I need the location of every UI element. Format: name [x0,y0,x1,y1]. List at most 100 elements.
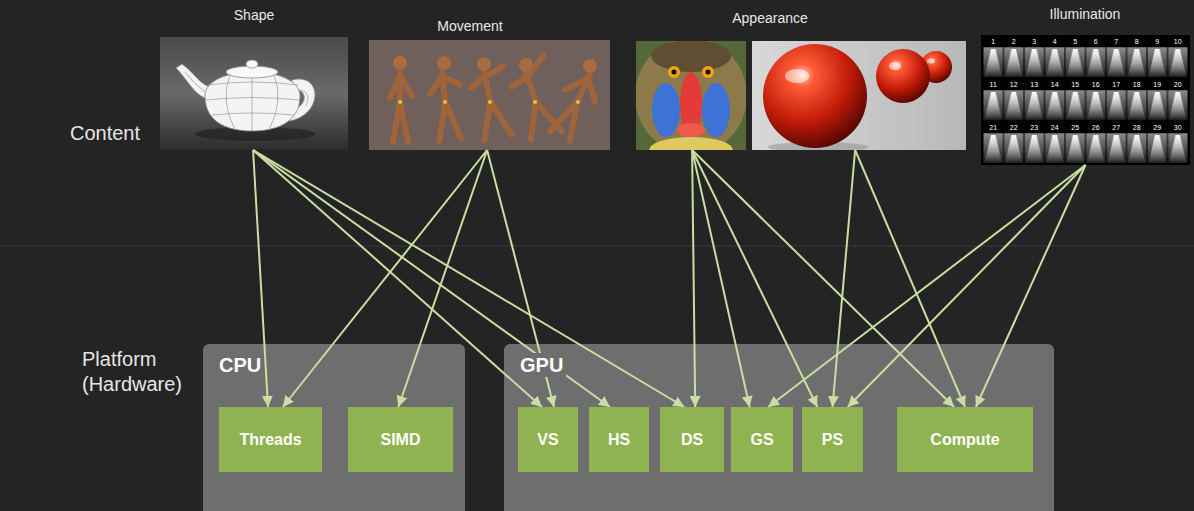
picture-heading: Appearance [732,10,808,26]
light-row [983,80,1188,120]
eye [668,66,680,78]
connector-arrow [768,165,1085,407]
highlight [889,62,901,70]
light-number: 25 [1071,124,1079,132]
light-number: 14 [1051,81,1059,89]
shader-stage-box: VS [518,407,578,472]
unit-label: VS [537,430,558,449]
heads [393,56,597,73]
row-label-holder: Content [70,121,140,145]
mandrill-picture [636,41,746,150]
unit-box: Threads [219,407,322,472]
limbs [428,70,465,141]
teapot-knob [246,60,258,68]
wire [269,75,278,130]
head [477,57,491,71]
light-number-holder: 1 [991,38,995,46]
light-number-holder: 21 [989,124,997,132]
connector-arrow [692,150,954,407]
connector-arrow [283,150,487,407]
panel-title: CPU [216,353,264,377]
light-number-holder: 20 [1174,81,1182,89]
connector-arrow [692,150,750,407]
cpu-panel [203,344,465,511]
figures [390,55,604,143]
connector-arrow [398,150,487,407]
light-number: 4 [1053,38,1057,46]
nose-tip [677,123,705,137]
row-label-holder: Platform (Hardware) [82,347,200,397]
light-number: 29 [1153,124,1161,132]
unit-label: Compute [930,430,999,449]
connector-arrow [253,150,542,407]
red-sphere [876,49,930,103]
light-row [983,123,1188,163]
joint [533,100,537,104]
light-number-holder: 22 [1010,124,1018,132]
hardware-panel: CPU Threads SIMD [203,344,465,511]
light-number: 28 [1133,124,1141,132]
light-number: 19 [1153,81,1161,89]
panel-title: GPU [517,353,566,377]
separator-line [0,246,1194,247]
light-number-holder: 3 [1032,38,1036,46]
light-number-holder: 10 [1174,38,1182,46]
head [437,56,451,70]
wire [300,90,308,106]
wireframe [185,72,308,131]
connector-arrow [976,165,1086,407]
shader-stage-box: GS [731,407,793,472]
joint [443,100,447,104]
light-number: 30 [1174,124,1182,132]
light-number-holder: 11 [990,81,997,89]
figure [468,66,517,140]
figure [506,55,568,142]
light-number: 13 [1030,81,1038,89]
light-number: 21 [989,124,997,132]
limbs [390,72,412,142]
light-number-holder: 23 [1030,124,1038,132]
unit-label: SIMD [381,430,421,449]
unit-label: GS [750,430,773,449]
row-label: Content [70,121,140,145]
picture-box: Appearance [636,41,966,150]
light-number-holder: 12 [1010,81,1018,89]
connector-arrow [855,150,965,407]
head [519,58,533,72]
light-number-holder: 24 [1051,124,1059,132]
red-sphere [763,44,867,148]
figure [390,72,412,142]
light-number-holder: 27 [1112,124,1120,132]
unit-label: DS [681,430,703,449]
movement-picture [369,40,610,150]
picture-box: Movement [369,40,610,150]
connector-arrow [848,165,1086,407]
picture-box: Illumination [981,35,1190,165]
wire [212,113,294,115]
light-number-holder: 7 [1114,38,1118,46]
highlight [927,59,935,64]
hardware-panel: GPUVSHSDSGSPSCompute [504,344,1054,511]
picture-ground [752,41,966,150]
picture-ground [160,37,348,150]
light-number-holder: 8 [1135,38,1139,46]
light-number-holder: 30 [1174,124,1182,132]
picture-heading: Shape [234,7,274,23]
light-number: 10 [1174,38,1182,46]
light-number-holder: 6 [1094,38,1098,46]
unit-box: SIMD [348,407,453,472]
joint-markers [398,100,580,104]
light-number-holder: 5 [1073,38,1077,46]
wire [207,82,298,85]
light-number: 27 [1112,124,1120,132]
cheek [652,83,680,137]
light-number: 22 [1010,124,1018,132]
picture-ground [369,40,610,150]
joint [398,100,402,104]
light-number-holder: 16 [1092,81,1100,89]
light-number-holder: 13 [1030,81,1038,89]
light-number-holder: 15 [1071,81,1079,89]
